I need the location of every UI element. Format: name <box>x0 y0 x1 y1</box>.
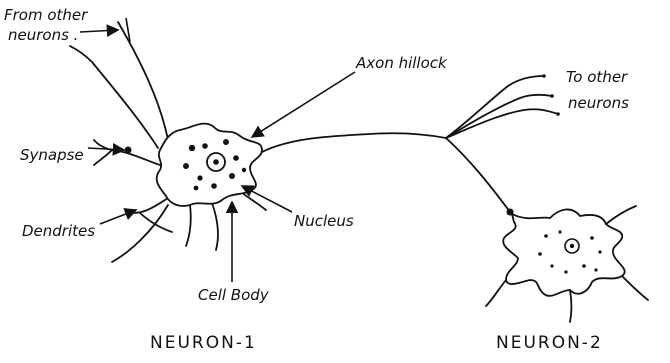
dendrite-branch-lower <box>112 198 172 262</box>
dendrites-pointer <box>100 210 136 224</box>
label-from-other-neurons-line2: neurons . <box>8 26 78 44</box>
nucleus-2 <box>565 239 579 253</box>
label-cell-body: Cell Body <box>198 286 270 304</box>
label-to-other-neurons-line2: neurons <box>568 94 629 112</box>
label-from-other-neurons-line1: From other <box>4 6 88 24</box>
cell-body-2 <box>503 209 624 295</box>
caption-neuron-1: NEURON-1 <box>150 333 257 353</box>
label-to-other-neurons-line1: To other <box>566 68 628 86</box>
dendrite-branch-upper <box>70 46 158 148</box>
axon-hillock-pointer <box>252 72 355 137</box>
synapse-knob <box>125 147 132 154</box>
labels: From other neurons . Axon hillock To oth… <box>4 6 629 353</box>
label-synapse: Synapse <box>20 146 84 164</box>
synapse-pointer <box>88 148 124 150</box>
label-axon-hillock: Axon hillock <box>355 54 448 72</box>
axon <box>262 133 446 152</box>
axon-terminals <box>446 74 560 215</box>
label-dendrites: Dendrites <box>22 222 95 240</box>
neuron-2 <box>486 206 648 322</box>
caption-neuron-2: NEURON-2 <box>496 333 603 353</box>
nucleus-1 <box>207 153 225 171</box>
label-nucleus: Nucleus <box>294 212 354 230</box>
axon-to-neuron-2 <box>446 138 510 212</box>
from-other-neurons-pointer <box>80 30 118 32</box>
dendrite-branch-upper-2 <box>118 22 168 140</box>
dendrite-branch-bottom <box>186 203 218 250</box>
